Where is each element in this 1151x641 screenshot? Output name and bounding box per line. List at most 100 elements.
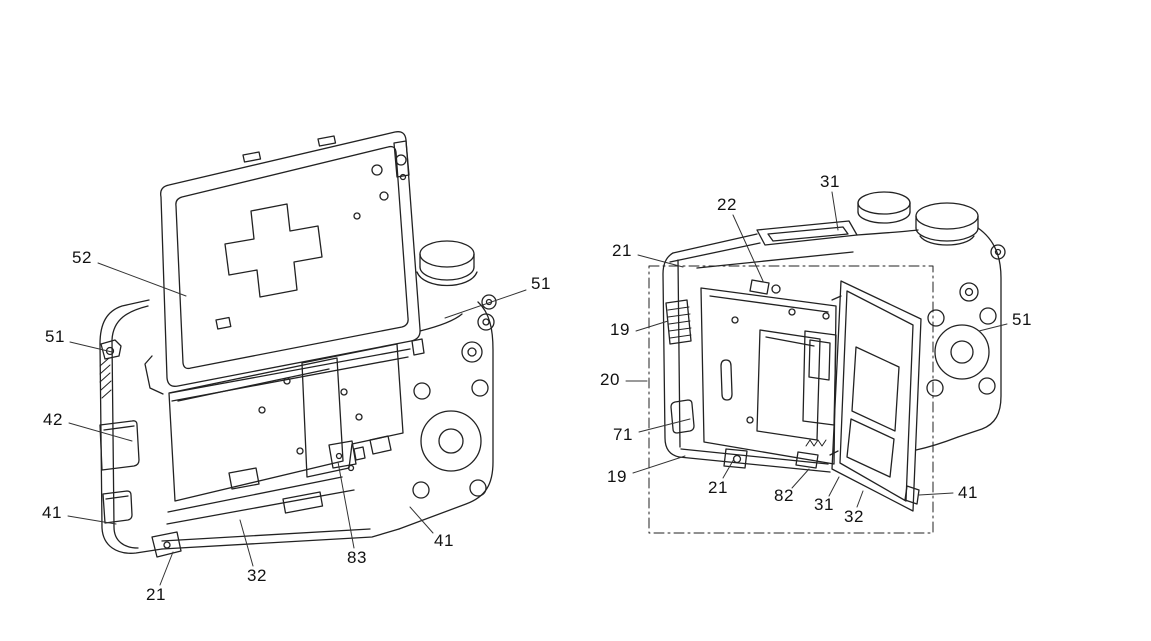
- leader-41-bottom-right: [409, 506, 434, 534]
- top-edge: [672, 233, 758, 254]
- leader-21-lower: [722, 458, 735, 479]
- right-view: [648, 191, 1006, 534]
- leader-31-top: [831, 191, 839, 231]
- connector-door-inner: [103, 425, 135, 431]
- top-dials: [857, 191, 979, 246]
- body-bottom-inner-line: [680, 448, 829, 465]
- compartment-opening: [700, 287, 837, 465]
- leader-31-bottom: [828, 476, 840, 497]
- rear-panel-inner-outline: [175, 145, 409, 370]
- leader-52: [97, 262, 187, 297]
- connector-tab: [353, 446, 366, 461]
- leader-32-right: [856, 490, 864, 508]
- leader-83: [337, 461, 355, 549]
- body-lower-right-contour: [915, 436, 959, 451]
- rear-button: [412, 481, 430, 499]
- rear-button: [978, 377, 996, 395]
- grip-details: [99, 357, 112, 399]
- compartment-screw: [788, 308, 796, 316]
- control-wheel-center-button: [438, 428, 464, 454]
- compartment-screw: [731, 316, 739, 324]
- panel-hinge-bar: [169, 348, 411, 394]
- side-button-center: [467, 347, 477, 357]
- door-hinge-line: [829, 450, 839, 456]
- control-wheel: [934, 324, 990, 380]
- chassis-long-line: [167, 476, 343, 513]
- latch-part: [795, 451, 819, 469]
- leader-21-bottom-left: [159, 551, 174, 586]
- top-deck-inner: [669, 242, 761, 263]
- open-side-door: [829, 280, 922, 512]
- control-wheel-cluster: [412, 379, 489, 499]
- side-latch-cover: [670, 399, 695, 434]
- chassis-small-part: [282, 491, 324, 514]
- control-wheel-center-button: [950, 340, 974, 364]
- leader-32-left: [239, 519, 254, 567]
- body-right-edge: [957, 227, 1002, 438]
- door-outline: [831, 280, 922, 512]
- strap-lug-left: [100, 339, 122, 360]
- door-panel: [851, 346, 900, 432]
- rear-knob: [481, 294, 497, 310]
- leader-51-right: [444, 289, 527, 319]
- rear-button: [413, 382, 431, 400]
- chassis-long-line: [166, 489, 355, 525]
- leader-41-right: [918, 492, 954, 496]
- strap-lug: [477, 313, 495, 331]
- chassis-small-part: [228, 467, 260, 490]
- chassis-screw: [340, 388, 348, 396]
- connector-screw: [335, 452, 343, 460]
- leader-21-top: [637, 254, 684, 268]
- body-top-right-contour: [419, 313, 463, 332]
- rear-button: [471, 379, 489, 397]
- panel-top-tab: [242, 151, 262, 163]
- panel-cross-cutout: [224, 203, 323, 298]
- upper-interior-part: [749, 279, 770, 295]
- panel-top-tab: [317, 135, 337, 147]
- side-button: [461, 341, 483, 363]
- connector-screw: [347, 464, 355, 472]
- chassis-screw: [355, 413, 363, 421]
- leader-51-left: [69, 341, 113, 353]
- mode-dial-lower-rim: [416, 271, 478, 287]
- deck-rear-edge: [696, 251, 854, 269]
- rear-button: [979, 307, 997, 325]
- bottom-lug: [151, 531, 182, 558]
- battery-latch-slot: [720, 359, 733, 401]
- side-cover-lower-inner: [105, 495, 129, 500]
- leader-51-right-view: [978, 323, 1008, 332]
- leader-82: [791, 468, 810, 489]
- chassis-plate-b: [301, 343, 404, 478]
- rear-panel-open: [144, 131, 425, 402]
- dial-right-lower-rim: [919, 235, 975, 246]
- battery-compartment: [700, 287, 837, 469]
- rear-button: [927, 309, 945, 327]
- mode-dial-rim: [419, 266, 475, 281]
- rear-panel-outline: [160, 131, 421, 387]
- hinge-bracket-left: [144, 355, 164, 395]
- panel-corner-bracket: [393, 140, 410, 178]
- connector-block: [328, 440, 357, 469]
- leader-42: [68, 422, 133, 442]
- rear-button: [926, 379, 944, 397]
- grip-pad: [665, 299, 692, 345]
- leader-71: [638, 418, 691, 433]
- body-right-edge: [398, 301, 494, 530]
- panel-screw-hole: [353, 212, 361, 220]
- dial-right-top: [915, 202, 979, 230]
- upper-interior-screw: [771, 284, 781, 294]
- leader-lines: [67, 191, 1008, 586]
- rear-button-upper: [959, 282, 979, 302]
- compartment-inner-edge: [709, 295, 829, 313]
- bottom-lug: [723, 448, 748, 469]
- panel-small-cutout: [215, 316, 232, 330]
- grip-inner-line: [111, 305, 149, 549]
- control-wheel: [420, 410, 482, 472]
- left-view: [99, 131, 497, 558]
- bottom-lug-hole: [163, 541, 171, 549]
- deck-contour: [856, 229, 919, 236]
- strap-lug-hole: [482, 318, 490, 326]
- chassis-screw: [283, 377, 291, 385]
- leader-19-upper: [635, 320, 669, 332]
